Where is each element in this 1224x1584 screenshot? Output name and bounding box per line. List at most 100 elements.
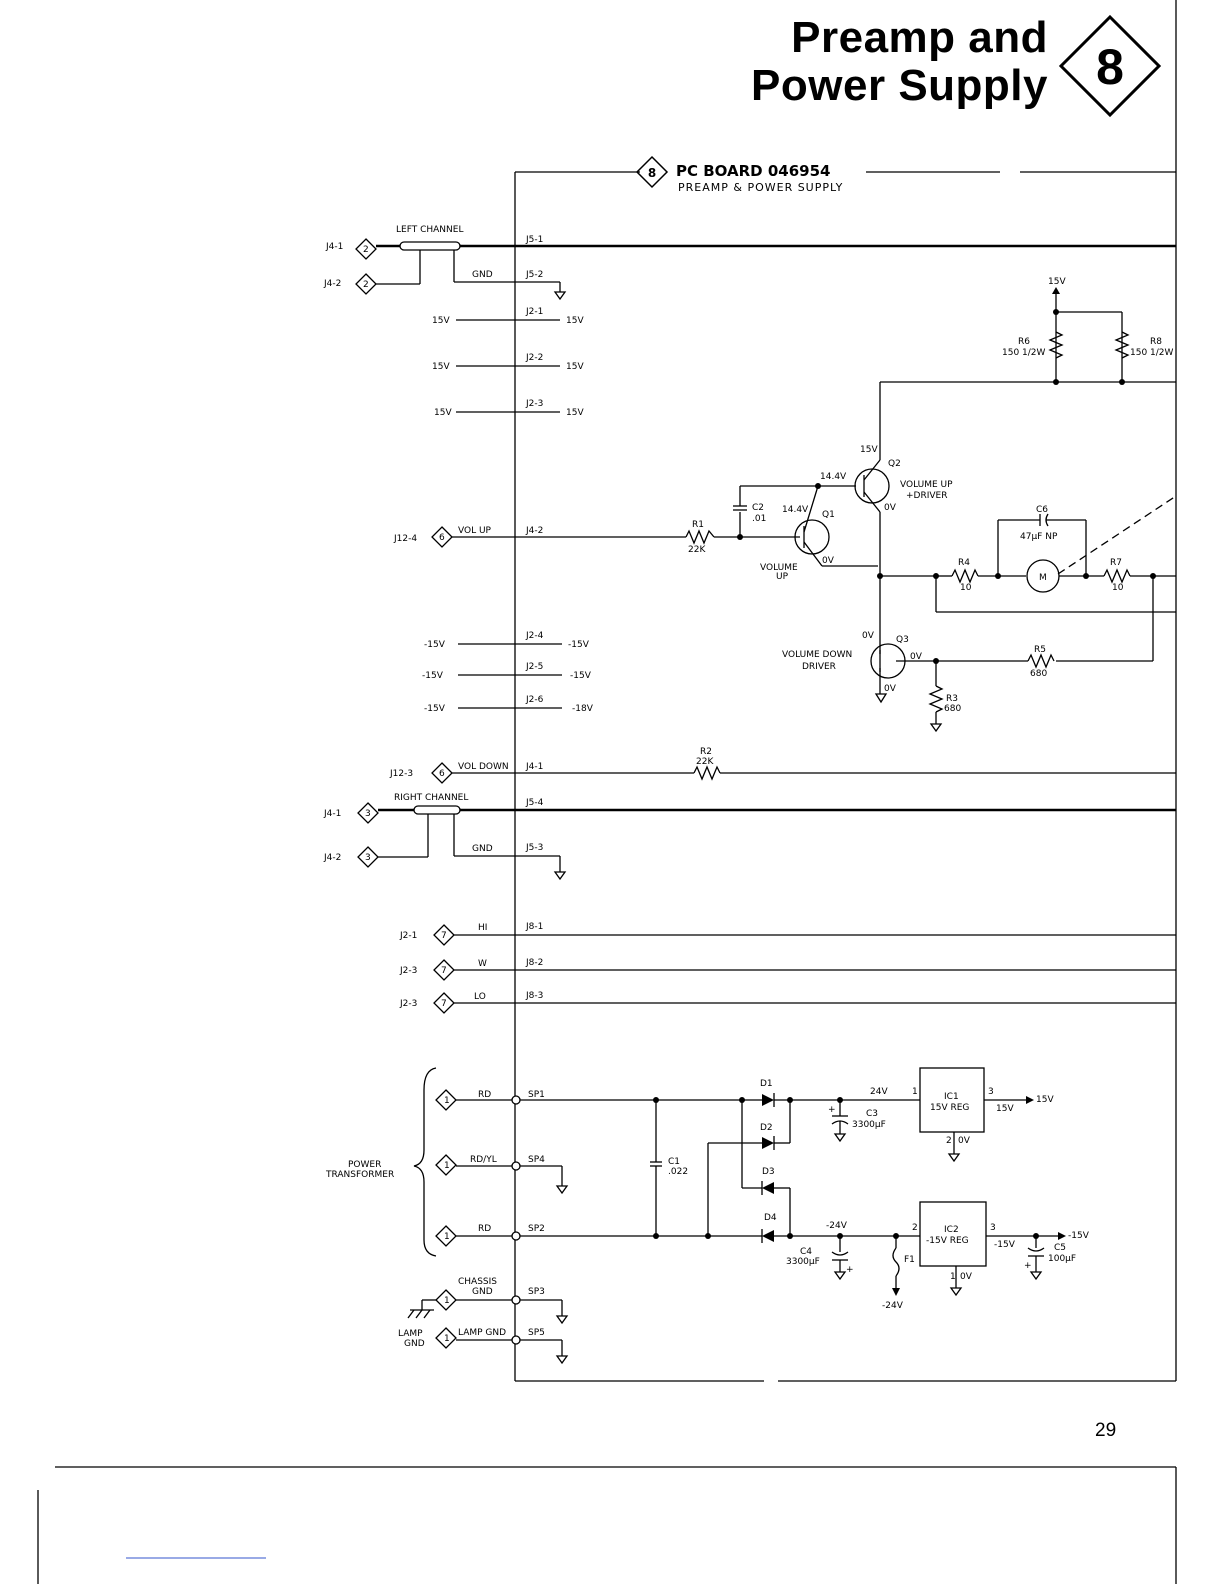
ic1-label: IC1: [944, 1092, 959, 1102]
conn-j5-3: J5-3: [525, 843, 543, 853]
w-label: W: [478, 959, 487, 969]
sp4-label: SP4: [528, 1155, 545, 1165]
d3-label: D3: [762, 1167, 775, 1177]
lamp-gnd-label: LAMP GND: [458, 1328, 506, 1338]
power-label: POWER: [348, 1160, 381, 1170]
conn-j2-3b: J2-3: [399, 966, 417, 976]
conn-num: 7: [441, 999, 447, 1009]
f1-label: F1: [904, 1255, 915, 1265]
v-label: 15V: [566, 362, 584, 372]
conn-num: 1: [444, 1096, 450, 1106]
left-channel-label: LEFT CHANNEL: [396, 225, 463, 235]
d1-label: D1: [760, 1079, 773, 1089]
ic1-gnd: 0V: [958, 1136, 971, 1146]
v15-out-label: 15V: [1036, 1095, 1054, 1105]
r1-label: R1: [692, 520, 704, 530]
conn-j2-1: J2-1: [525, 307, 543, 317]
v-label: -15V: [424, 640, 446, 650]
plus-sign: +: [846, 1265, 854, 1275]
gnd-label: GND: [472, 270, 493, 280]
vm24-label2: -24V: [882, 1301, 904, 1311]
q3-base-voltage: 0V: [910, 652, 923, 662]
section-number: 8: [1096, 39, 1124, 95]
sp1-label: SP1: [528, 1090, 545, 1100]
gnd-label: GND: [472, 844, 493, 854]
right-channel-label: RIGHT CHANNEL: [394, 793, 468, 803]
c3-label: C3: [866, 1109, 878, 1119]
conn-num: 2: [363, 280, 369, 290]
r1-value: 22K: [688, 545, 706, 555]
page-title: Preamp and Power Supply: [751, 14, 1048, 110]
v15-out-label2: 15V: [996, 1104, 1014, 1114]
conn-j4-2-right: J4-2: [323, 853, 341, 863]
ic2-pin2: 2: [912, 1223, 918, 1233]
lamp-gnd-label2: GND: [404, 1339, 425, 1349]
d2-label: D2: [760, 1123, 773, 1133]
r6-value: 150 1/2W: [1002, 348, 1046, 358]
conn-j5-1: J5-1: [525, 235, 543, 245]
board-outline: [37, 0, 1177, 1584]
v-label: -15V: [568, 640, 590, 650]
board-badge: 8: [648, 166, 656, 180]
v-label: -15V: [424, 704, 446, 714]
conn-num: 7: [441, 966, 447, 976]
power-transformer-section: POWER TRANSFORMER 1 RD SP1 1 RD/YL SP4 1…: [325, 1067, 1090, 1365]
motor-label: M: [1039, 573, 1047, 583]
c2-label: C2: [752, 503, 764, 513]
r4-label: R4: [958, 558, 970, 568]
speaker-lines: J2-1 7 HI J8-1 J2-3 7 W J8-2 J2-3 7 LO J…: [399, 922, 1176, 1014]
conn-j5-4: J5-4: [525, 798, 544, 808]
q3-voltage: 0V: [862, 631, 875, 641]
q2-label: Q2: [888, 459, 901, 469]
q2-desc2: +DRIVER: [906, 491, 947, 501]
conn-j12-4: J12-4: [393, 534, 417, 544]
left-channel-input: J4-1 2 J4-2 2 LEFT CHANNEL GND J5-1 J5-2: [323, 225, 1176, 301]
power-rails: 15V 15V J2-1 15V 15V J2-2 15V 15V J2-3 -…: [422, 307, 594, 714]
conn-j12-3: J12-3: [389, 769, 413, 779]
rd-label: RD: [478, 1090, 491, 1100]
conn-j2-3: J2-3: [525, 399, 543, 409]
r8-value: 150 1/2W: [1130, 348, 1174, 358]
ic2-value: -15V REG: [926, 1236, 969, 1246]
sp2-label: SP2: [528, 1224, 545, 1234]
vol-up-label: VOL UP: [458, 526, 492, 536]
c3-value: 3300µF: [852, 1120, 886, 1130]
conn-num: 1: [444, 1296, 450, 1306]
conn-j4-1-left: J4-1: [325, 242, 343, 252]
transformer-label: TRANSFORMER: [325, 1170, 394, 1180]
q2-collector-voltage: 15V: [860, 445, 878, 455]
r2-value: 22K: [696, 757, 714, 767]
conn-j5-2: J5-2: [525, 270, 543, 280]
conn-j4-2-left: J4-2: [323, 279, 341, 289]
q3-desc2: DRIVER: [802, 662, 836, 672]
q1-desc2: UP: [776, 572, 789, 582]
conn-num: 1: [444, 1161, 450, 1171]
conn-num: 1: [444, 1232, 450, 1242]
section-badge: 8: [1058, 14, 1162, 118]
c5-value: 100µF: [1048, 1254, 1076, 1264]
volume-circuit: J12-4 6 VOL UP J4-2 R1 22K C2 .01 14.4V …: [389, 277, 1177, 784]
conn-num: 6: [439, 769, 445, 779]
conn-j2-5: J2-5: [525, 662, 543, 672]
ic2-pin3: 3: [990, 1223, 996, 1233]
ic1-pin1: 1: [912, 1087, 918, 1097]
title-line-2: Power Supply: [751, 61, 1048, 110]
d4-label: D4: [764, 1213, 777, 1223]
v-label: 15V: [432, 316, 450, 326]
hi-label: HI: [478, 923, 487, 933]
ic1-pin2: 2: [946, 1136, 952, 1146]
plus-sign: +: [828, 1105, 836, 1115]
chassis-label: CHASSIS: [458, 1277, 497, 1287]
c4-value: 3300µF: [786, 1257, 820, 1267]
conn-j2-1b: J2-1: [399, 931, 417, 941]
board-subtitle: PREAMP & POWER SUPPLY: [678, 181, 843, 194]
sp3-label: SP3: [528, 1287, 545, 1297]
conn-j2-6: J2-6: [525, 695, 544, 705]
vol-down-label: VOL DOWN: [458, 762, 509, 772]
conn-j4-2: J4-2: [525, 526, 543, 536]
c6-value: 47µF NP: [1020, 532, 1058, 542]
r7-value: 10: [1112, 583, 1124, 593]
v-label: 15V: [566, 408, 584, 418]
rd-yl-label: RD/YL: [470, 1155, 497, 1165]
q2-base-voltage: 14.4V: [820, 472, 847, 482]
